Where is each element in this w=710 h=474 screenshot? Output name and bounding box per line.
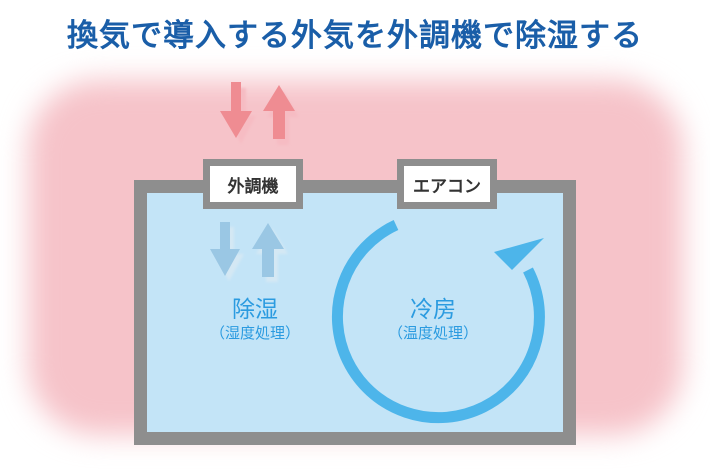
aircon-label: エアコン — [413, 176, 481, 197]
cooling-sublabel: （温度処理） — [387, 324, 478, 342]
up-arrow-icon — [252, 223, 284, 277]
dehumidifier-label: 外調機 — [227, 176, 279, 197]
circulation-arrow-icon — [331, 220, 545, 424]
dehumidifier-unit: 外調機 — [203, 159, 303, 209]
page-title: 換気で導入する外気を外調機で除湿する — [67, 18, 643, 54]
outdoor-arrows — [220, 82, 299, 145]
down-arrow-icon — [210, 222, 240, 276]
cooling-label: 冷房 — [410, 297, 456, 323]
dehumidification-label: 除湿 — [232, 297, 278, 323]
down-arrow-icon — [220, 82, 252, 138]
up-arrow-icon — [263, 85, 295, 139]
dehumidification-sublabel: （湿度処理） — [209, 324, 300, 342]
aircon-unit: エアコン — [397, 159, 497, 209]
indoor-arrows — [210, 222, 288, 282]
